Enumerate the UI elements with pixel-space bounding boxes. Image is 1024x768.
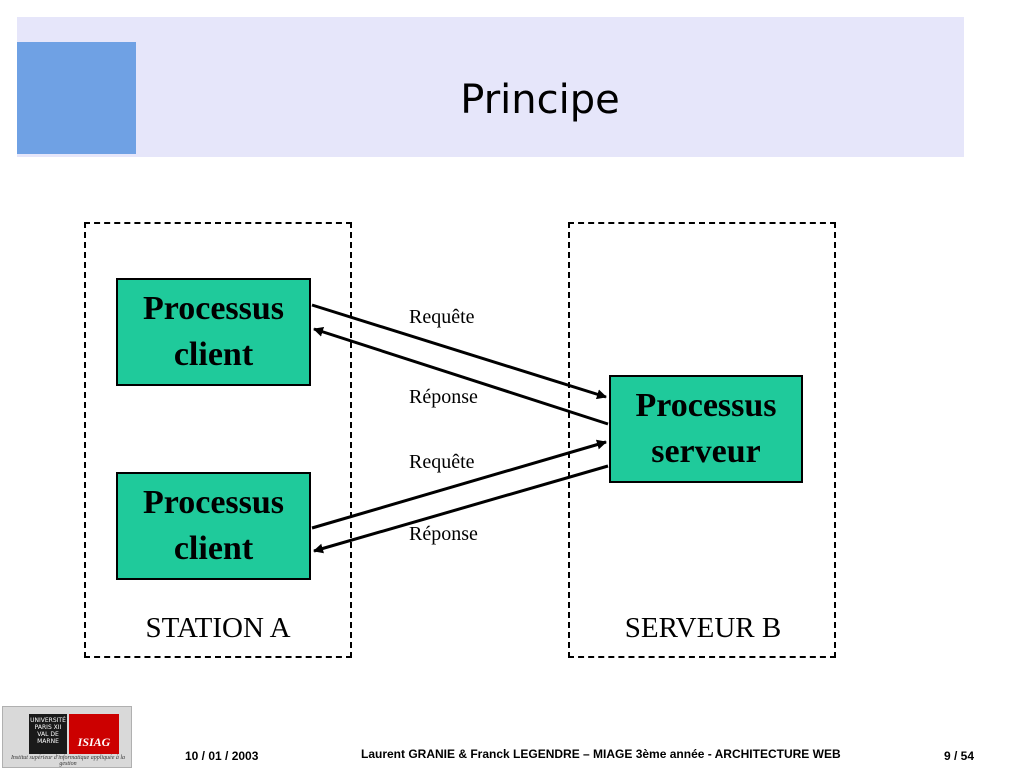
request-label-2: Requête: [409, 451, 475, 473]
university-logo-block: UNIVERSITÉ PARIS XII VAL DE MARNE: [29, 714, 67, 754]
server-process: Processus serveur: [609, 375, 803, 483]
footer-date: 10 / 01 / 2003: [185, 749, 259, 763]
footer-authors: Laurent GRANIE & Franck LEGENDRE – MIAGE…: [361, 747, 841, 761]
isiag-logo-mark: ISIAG: [69, 714, 119, 754]
response-label-2: Réponse: [409, 523, 478, 545]
request-arrow-1: [311, 303, 607, 400]
client-process-1-line1: Processus: [142, 290, 285, 327]
server-process-line2: serveur: [651, 433, 761, 470]
client-process-2-line2: client: [173, 530, 254, 567]
server-b-label: SERVEUR B: [624, 612, 782, 644]
client-process-1-line2: client: [173, 336, 254, 373]
response-label-1: Réponse: [409, 386, 478, 408]
server-b-boundary: [568, 222, 836, 658]
station-a-boundary: [84, 222, 352, 658]
request-label-1: Requête: [409, 306, 475, 328]
slide-title: Principe: [460, 77, 620, 123]
title-band: [17, 17, 964, 157]
client-process-1: Processus client: [116, 278, 311, 386]
logo-subtitle: Institut supérieur d'informatique appliq…: [10, 755, 126, 767]
response-arrow-1: [313, 327, 609, 426]
request-arrow-2: [311, 439, 607, 530]
isiag-logo: UNIVERSITÉ PARIS XII VAL DE MARNE ISIAG …: [2, 706, 132, 768]
server-process-line1: Processus: [635, 387, 777, 424]
client-process-2-line1: Processus: [142, 484, 285, 521]
title-accent-square: [17, 42, 136, 154]
client-process-2: Processus client: [116, 472, 311, 580]
footer-page-number: 9 / 54: [944, 749, 975, 763]
response-arrow-2: [313, 464, 609, 554]
station-a-label: STATION A: [145, 612, 291, 644]
